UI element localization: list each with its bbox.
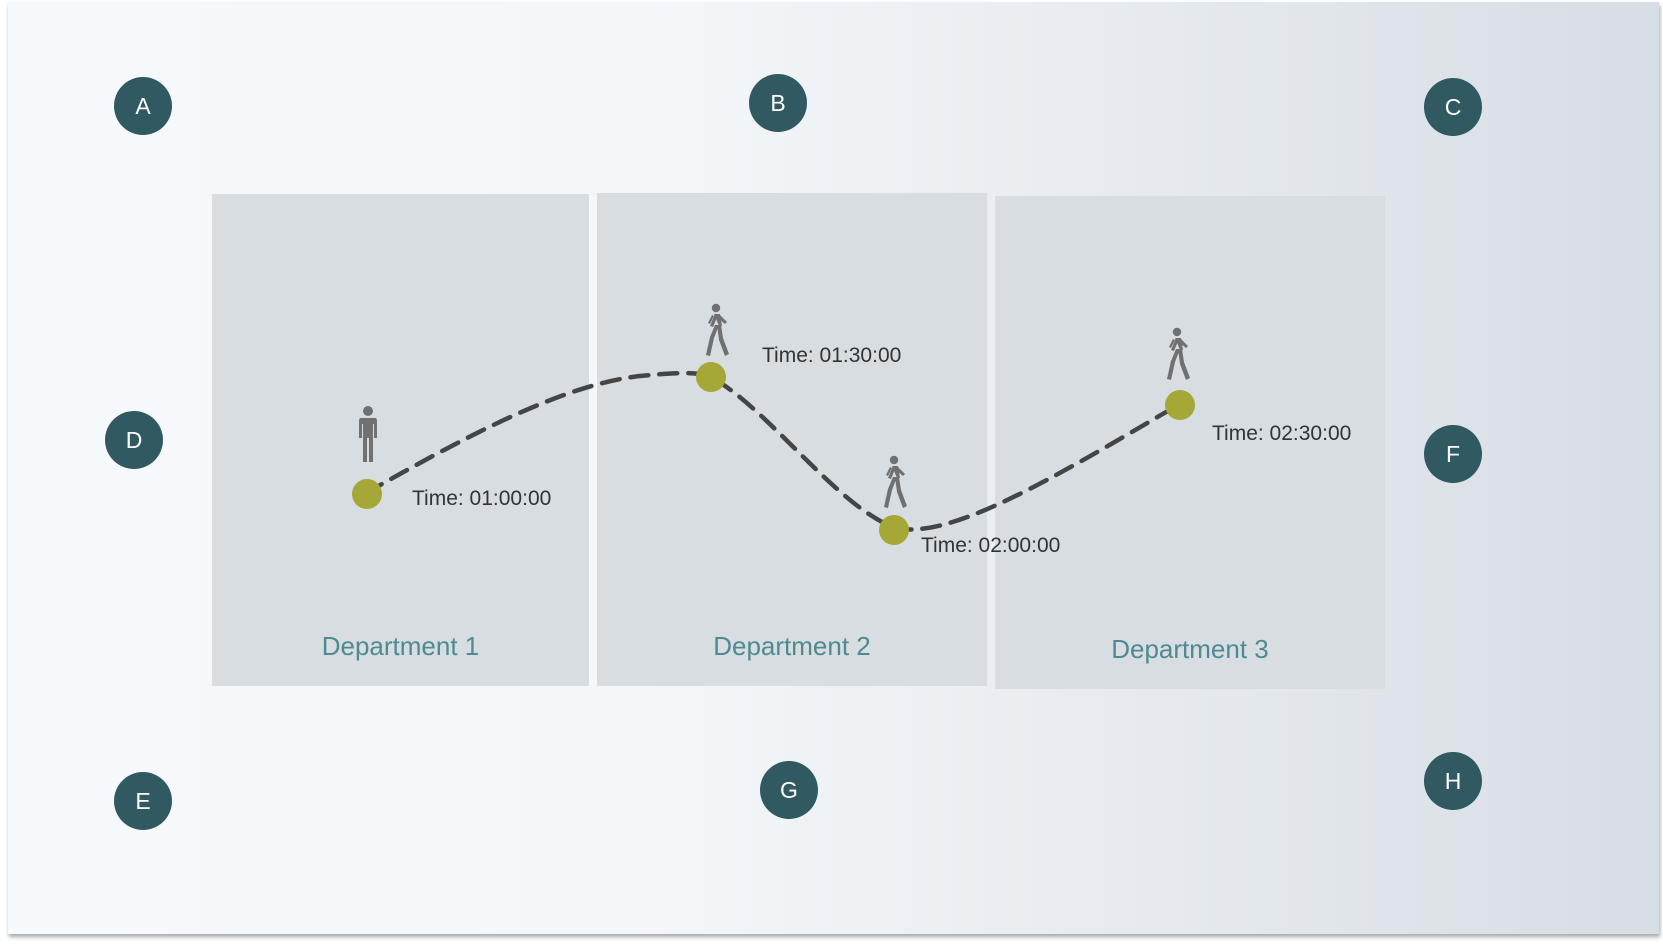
marker-h: H — [1424, 752, 1482, 810]
marker-c: C — [1424, 78, 1482, 136]
marker-a: A — [114, 77, 172, 135]
marker-f: F — [1424, 425, 1482, 483]
department-label-2: Department 2 — [713, 631, 871, 661]
department-label-3: Department 3 — [1111, 634, 1269, 664]
marker-d: D — [105, 411, 163, 469]
marker-b: B — [749, 74, 807, 132]
department-panel-2: Department 2 — [597, 193, 987, 686]
marker-g: G — [760, 761, 818, 819]
department-label-1: Department 1 — [321, 631, 480, 661]
department-panel-1: Department 1 — [212, 194, 589, 686]
department-panel-3: Department 3 — [995, 196, 1385, 689]
marker-e: E — [114, 772, 172, 830]
